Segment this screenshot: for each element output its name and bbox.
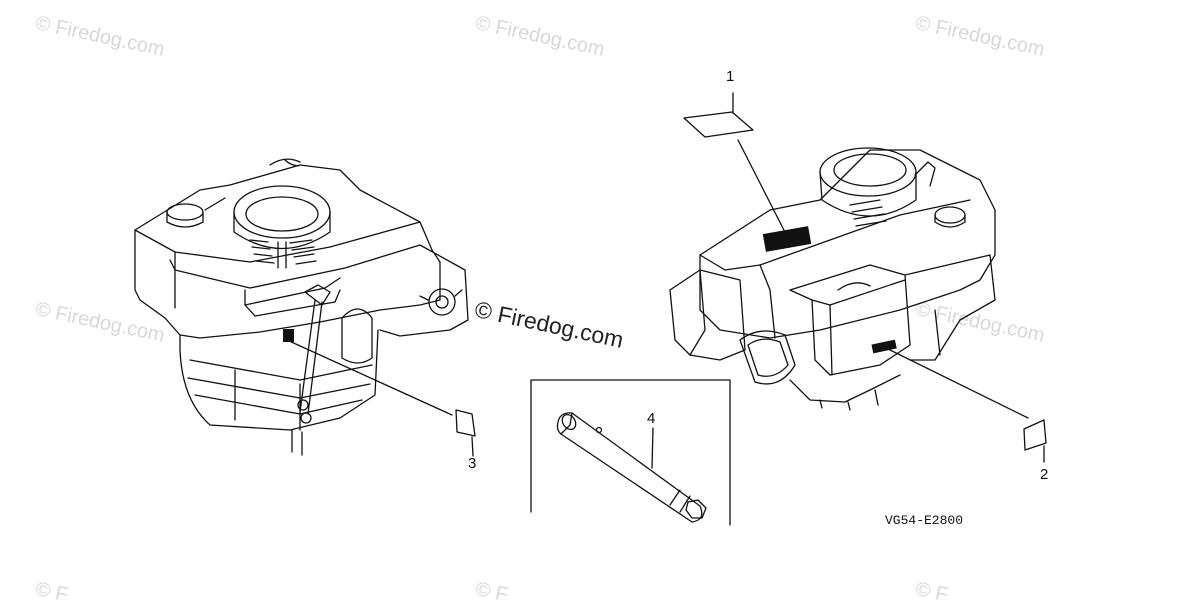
callout-4: 4 xyxy=(647,410,656,427)
left-engine xyxy=(134,158,469,456)
callout-1: 1 xyxy=(726,68,735,85)
socket-wrench-tool xyxy=(556,412,707,523)
diagram-code: VG54-E2800 xyxy=(885,513,964,528)
callout-2: 2 xyxy=(1040,466,1049,483)
callout-3: 3 xyxy=(468,455,477,472)
right-engine xyxy=(669,147,996,411)
